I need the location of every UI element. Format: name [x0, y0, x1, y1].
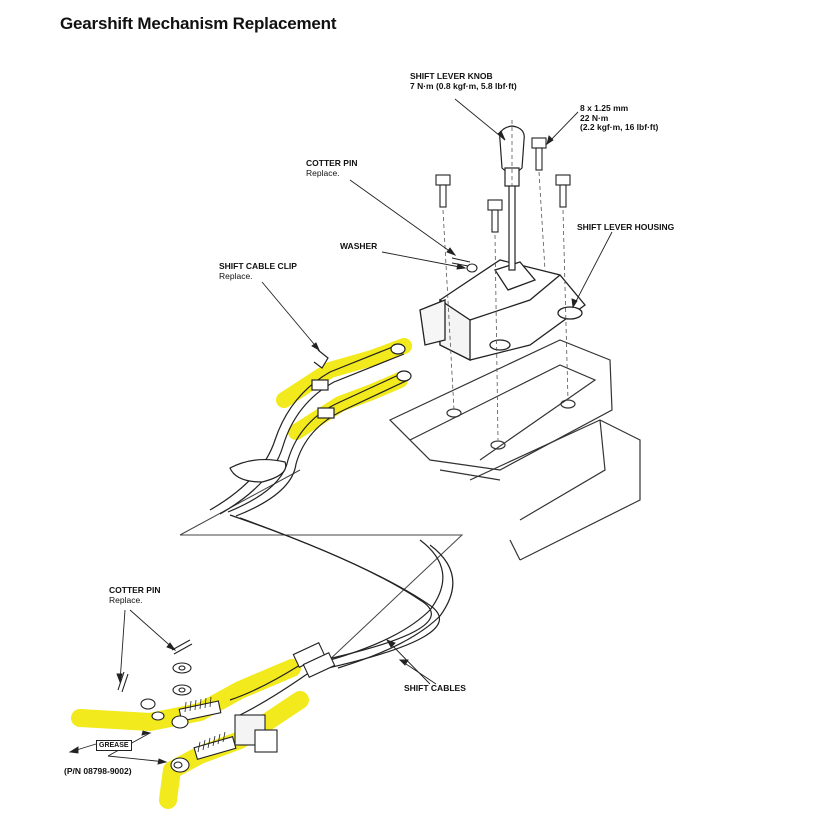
floor-panel [388, 339, 641, 561]
lower-washer-4 [151, 711, 165, 721]
label-cotter-pin-top: COTTER PIN Replace. [306, 158, 358, 178]
shift-cable-clip-note: Replace. [219, 270, 253, 281]
label-cotter-pin-bottom: COTTER PIN Replace. [109, 585, 161, 605]
shift-cable-clip-name: SHIFT CABLE CLIP [219, 261, 297, 271]
shift-lever-housing-name: SHIFT LEVER HOUSING [577, 222, 675, 232]
cotter-pin-top-name: COTTER PIN [306, 158, 358, 168]
washer-name: WASHER [340, 241, 378, 251]
cotter-pin-top-drawing [451, 257, 471, 267]
cotter-pin-bottom-note: Replace. [109, 594, 143, 605]
lower-washer-3 [140, 698, 156, 710]
lower-cable-ends [170, 642, 336, 773]
alignment-lines [442, 120, 569, 441]
shift-cable-clip-drawing [313, 349, 329, 369]
bolts [435, 137, 571, 233]
cotter-pin-bottom-name: COTTER PIN [109, 585, 161, 595]
label-shift-cable-clip: SHIFT CABLE CLIP Replace. [219, 261, 297, 281]
bolt-3 [531, 137, 547, 171]
leader-lines [68, 98, 613, 765]
cotter-pin-top-note: Replace. [306, 167, 340, 178]
bolt-size: 8 x 1.25 mm [580, 103, 629, 113]
label-shift-cables: SHIFT CABLES [404, 683, 466, 694]
shift-lever [499, 125, 525, 271]
label-shift-lever-housing: SHIFT LEVER HOUSING [577, 222, 675, 233]
shift-lever-knob-name: SHIFT LEVER KNOB [410, 71, 493, 81]
shift-lever-housing-drawing [419, 259, 586, 362]
label-bolt-spec: 8 x 1.25 mm 22 N·m (2.2 kgf·m, 16 lbf·ft… [580, 103, 659, 133]
label-part-number: (P/N 08798-9002) [64, 766, 132, 777]
housing-hardware [451, 257, 478, 273]
washer-drawing [466, 263, 478, 273]
shift-lever-knob-torque: 7 N·m (0.8 kgf·m, 5.8 lbf·ft) [410, 80, 517, 91]
label-washer: WASHER [340, 241, 378, 252]
shift-cables-name: SHIFT CABLES [404, 683, 466, 693]
lower-hardware [117, 639, 193, 721]
cotter-pin-bottom-drawing-2 [117, 671, 129, 693]
upper-cables [209, 343, 412, 517]
lower-cables [229, 514, 454, 716]
bolt-1 [435, 174, 451, 208]
page-title: Gearshift Mechanism Replacement [60, 14, 337, 33]
bolt-torque-alt: (2.2 kgf·m, 16 lbf·ft) [580, 122, 659, 132]
bolt-torque-nm: 22 N·m [580, 112, 609, 123]
part-number-text: (P/N 08798-9002) [64, 766, 132, 776]
grease-box: GREASE [96, 740, 132, 751]
cotter-pin-bottom-drawing-1 [171, 639, 193, 655]
label-shift-lever-knob: SHIFT LEVER KNOB 7 N·m (0.8 kgf·m, 5.8 l… [410, 71, 517, 91]
bolt-4 [555, 174, 571, 208]
break-lines [179, 469, 464, 664]
bolt-2 [487, 199, 503, 233]
